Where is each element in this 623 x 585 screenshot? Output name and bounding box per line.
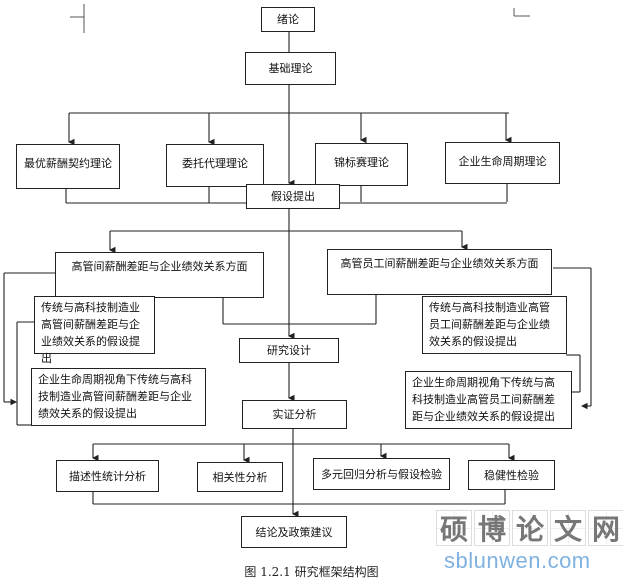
node-conclusion-label: 结论及政策建议 — [255, 525, 333, 539]
node-left-aspect-label: 高管间薪酬差距与企业绩效关系方面 — [71, 260, 248, 273]
node-basic-theory: 基础理论 — [245, 52, 336, 85]
figure-caption: 图 1.2.1 研究框架结构图 — [244, 565, 379, 579]
node-left-sub-2: 企业生命周期视角下传统与高科技制造业高管间薪酬差距与企业绩效关系的假设提出 — [31, 368, 206, 426]
node-analysis-3-label: 多元回归分析与假设检验 — [321, 467, 442, 481]
node-analysis-2: 相关性分析 — [197, 462, 283, 492]
node-analysis-4-label: 稳健性检验 — [484, 468, 539, 482]
watermark-char: 论 — [512, 510, 548, 546]
node-hypothesis-label: 假设提出 — [271, 190, 315, 203]
node-basic-theory-label: 基础理论 — [268, 62, 313, 75]
node-theory-2-label: 委托代理理论 — [182, 157, 248, 170]
node-left-sub-1-label: 传统与高科技制造业高管间薪酬差距与企业绩效关系的假设提出 — [41, 301, 140, 365]
node-theory-2: 委托代理理论 — [166, 144, 264, 187]
node-analysis-1-label: 描述性统计分析 — [69, 469, 146, 483]
watermark-char: 网 — [588, 510, 623, 546]
node-right-sub-2: 企业生命周期视角下传统与高科技制造业高管员工间薪酬差距与企业绩效关系的假设提出 — [405, 371, 572, 429]
node-theory-4-label: 企业生命周期理论 — [458, 155, 547, 168]
node-analysis-1: 描述性统计分析 — [56, 460, 159, 492]
node-research-design: 研究设计 — [239, 338, 339, 363]
node-theory-3: 锦标赛理论 — [315, 143, 408, 186]
node-theory-4: 企业生命周期理论 — [445, 142, 560, 184]
node-right-sub-1: 传统与高科技制造业高管员工间薪酬差距与企业绩效关系的假设提出 — [422, 296, 567, 354]
node-right-aspect-label: 高管员工间薪酬差距与企业绩效关系方面 — [340, 257, 539, 270]
node-analysis-2-label: 相关性分析 — [212, 470, 268, 484]
node-right-sub-1-label: 传统与高科技制造业高管员工间薪酬差距与企业绩效关系的假设提出 — [429, 301, 550, 348]
watermark-url: sblunwen.com — [444, 548, 591, 573]
node-right-aspect: 高管员工间薪酬差距与企业绩效关系方面 — [327, 249, 552, 295]
node-left-sub-1: 传统与高科技制造业高管间薪酬差距与企业绩效关系的假设提出 — [34, 296, 155, 365]
node-left-aspect: 高管间薪酬差距与企业绩效关系方面 — [55, 252, 264, 298]
node-intro: 绪论 — [261, 7, 315, 32]
node-hypothesis: 假设提出 — [246, 184, 340, 209]
watermark-logo: 硕 博 论 文 网 — [436, 510, 623, 546]
watermark-char: 文 — [550, 510, 586, 546]
node-intro-label: 绪论 — [277, 13, 299, 26]
node-empirical-label: 实证分析 — [272, 408, 317, 421]
node-research-design-label: 研究设计 — [267, 344, 311, 357]
node-analysis-3: 多元回归分析与假设检验 — [313, 458, 450, 490]
node-theory-1: 最优薪酬契约理论 — [16, 144, 120, 189]
watermark-char: 硕 — [436, 510, 472, 546]
node-empirical: 实证分析 — [242, 400, 347, 429]
node-left-sub-2-label: 企业生命周期视角下传统与高科技制造业高管间薪酬差距与企业绩效关系的假设提出 — [38, 373, 192, 420]
node-theory-1-label: 最优薪酬契约理论 — [24, 157, 112, 170]
node-theory-3-label: 锦标赛理论 — [334, 156, 389, 169]
node-right-sub-2-label: 企业生命周期视角下传统与高科技制造业高管员工间薪酬差距与企业绩效关系的假设提出 — [412, 376, 555, 423]
node-conclusion: 结论及政策建议 — [241, 516, 347, 548]
watermark-char: 博 — [474, 510, 510, 546]
node-analysis-4: 稳健性检验 — [468, 460, 555, 490]
